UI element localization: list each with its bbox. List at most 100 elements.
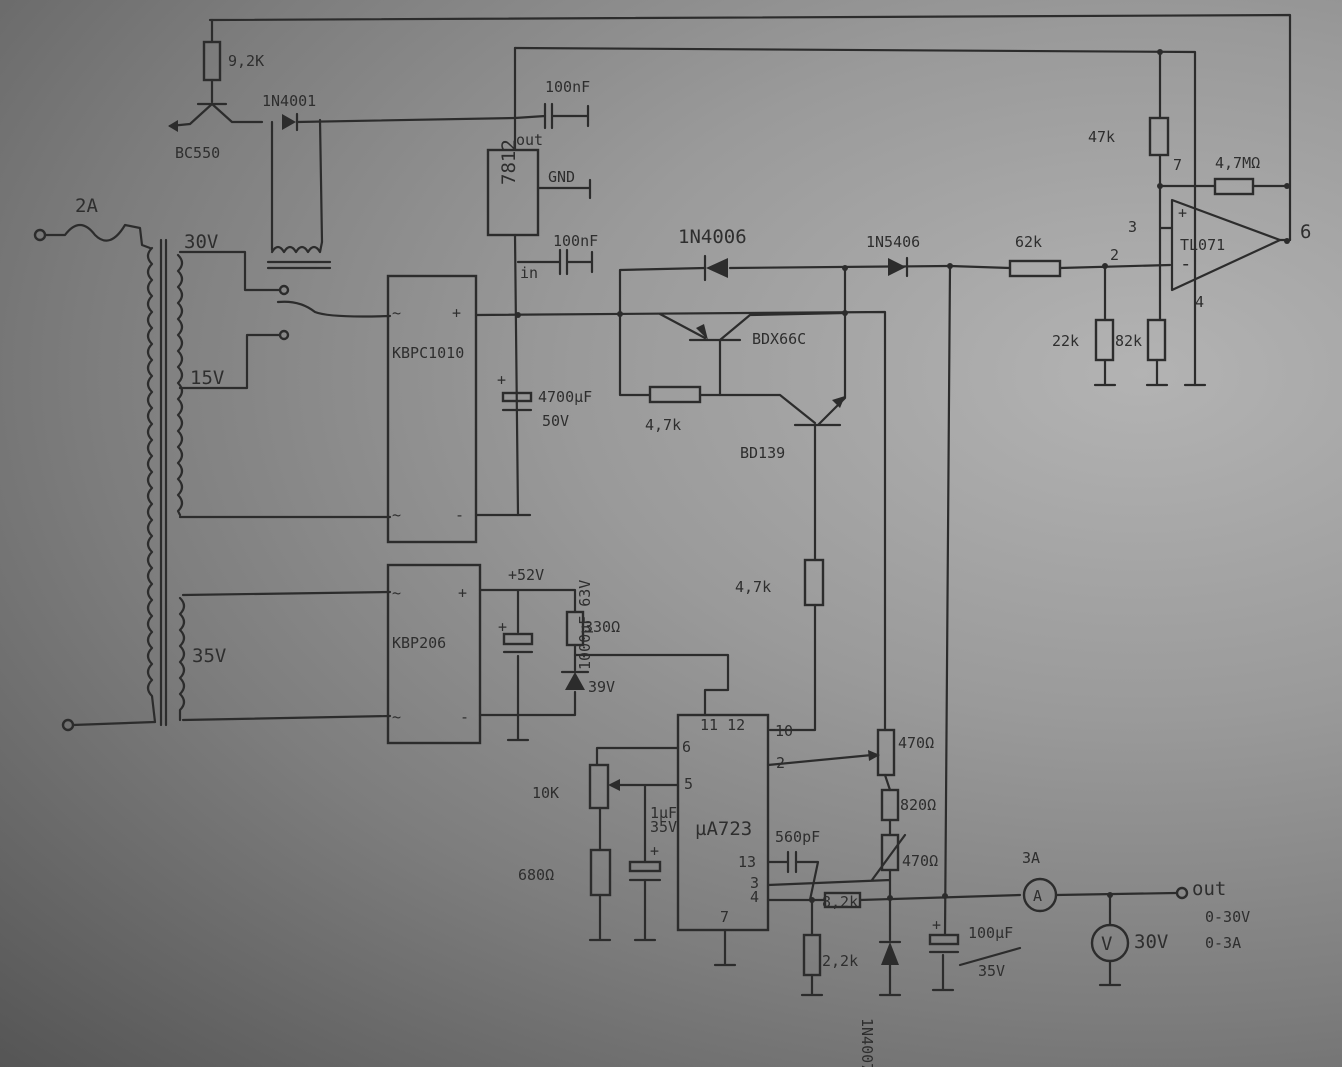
junction [842,265,848,271]
diode-1n4007 [881,942,899,965]
wiper-arrow [868,750,880,761]
transformer: 2A 30V 15V 35V [33,195,226,732]
pin-ac: ~ [392,506,401,524]
bridge-kbpc1010: KBPC1010 ~ + ~ - [386,274,887,732]
cap-1000uf [502,632,534,646]
pin4-label: 4 [1195,293,1204,311]
transistor-bdx66c [658,311,847,397]
switch-blade [276,300,392,318]
emitter-arrow [696,324,708,340]
tap-30v-label: 30V [184,231,218,253]
1n4001-label: 1N4001 [262,92,316,110]
pot-10k [588,763,610,810]
input-terminal-2 [61,718,75,732]
diode-1n4001 [282,114,296,130]
wire-top [208,13,1292,242]
relay-coil [270,240,324,254]
output-terminal[interactable] [1175,886,1189,900]
resistor-8k2 [823,891,862,909]
tap-35v-label: 35V [192,645,226,667]
wire [588,746,680,942]
pass-stage: 1N4006 1N5406 BDX66C 4,7k BD139 4,7k [618,226,953,732]
pin-ac: ~ [392,304,401,322]
pin6-label: 6 [1300,221,1311,243]
wire [1054,891,1178,987]
wire [178,333,282,390]
cap-100uf-voltage: 35V [978,962,1005,980]
relay-core [266,260,332,270]
pin-label: 3 [750,874,759,892]
plus-sign: + [932,916,941,934]
r-82k-label: 82k [1115,332,1142,350]
ic-ua723: µA723 11 12 10 6 5 2 13 3 4 7 [676,713,793,967]
pot-label: 10K [532,784,559,802]
pin-label: 11 12 [700,716,745,734]
resistor-2k2 [802,933,822,977]
cap-1000uf-label: 1000µF 63V [576,580,594,670]
wire [181,590,392,722]
opamp-triangle [1170,198,1282,292]
current-rating-label: 3A [1022,849,1040,867]
pin2-label: 2 [1110,246,1119,264]
emitter-arrow [832,396,845,408]
resistor-62k [1008,259,1062,278]
range-switch [178,250,392,722]
bridge-kbp206: KBP206 ~ + ~ - +52V + 1000µF 63V 330Ω 39… [386,563,730,745]
reg-in-label: in [520,264,538,282]
resistor-680 [589,848,612,897]
bd139-label: BD139 [740,444,785,462]
cap-1uf [628,860,662,873]
junction [1107,892,1113,898]
zener-39v [565,672,585,690]
pin-label: 10 [775,722,793,740]
1n5406-label: 1N5406 [866,233,920,251]
ic-body [676,713,770,932]
switch-contact [278,284,290,296]
wire [1145,50,1207,387]
junction [842,310,848,316]
pin-label: 13 [738,853,756,871]
pin-label: 4 [750,888,759,906]
bc550-label: BC550 [175,144,220,162]
cap-top-label: 100nF [545,78,590,96]
resistor-820 [880,788,900,822]
junction [809,897,815,903]
cap-100nf-in [513,233,594,517]
r-22k-label: 22k [1052,332,1079,350]
junction [1102,263,1108,269]
cap-1uf-voltage: 35V [650,818,677,836]
output-stage: A V 3A 30V out 0-30V 0-3A [1022,849,1250,987]
r-62k-label: 62k [1015,233,1042,251]
bdx66c-label: BDX66C [752,330,806,348]
pin-label: 6 [682,738,691,756]
control-network: 10K 680Ω 1µF 35V + 560pF 470Ω 820Ω 470Ω … [518,264,1022,1067]
bridge2-label: KBP206 [392,634,446,652]
cap-4700uf: + 4700µF 50V [497,371,592,430]
bridge-body [386,274,478,544]
ammeter-label: A [1033,887,1042,905]
pot-470-label: 470Ω [898,734,934,752]
bridge-body [386,563,482,745]
pin7-label: 7 [1173,156,1182,174]
voltmeter [1090,923,1130,963]
junction [1157,183,1163,189]
regulator-label: 7812 [498,139,520,185]
r-680-label: 680Ω [518,866,554,884]
resistor-4m7 [1213,177,1255,196]
gnd [713,928,737,967]
pin-minus: - [460,708,469,726]
reg-gnd-label: GND [548,168,575,186]
reg-out-label: out [516,131,543,149]
wire [478,588,577,742]
junction [1284,183,1290,189]
wire [513,46,547,152]
pin-ac: ~ [392,584,401,602]
pot-470-limit [876,728,896,777]
resistor-82k [1146,318,1167,362]
fuse-2a [43,223,152,250]
transistor-bc550 [168,102,264,128]
cap-100nf-top [543,102,590,130]
resistor-47k [1148,116,1170,157]
r-base-label: 4,7k [645,416,681,434]
